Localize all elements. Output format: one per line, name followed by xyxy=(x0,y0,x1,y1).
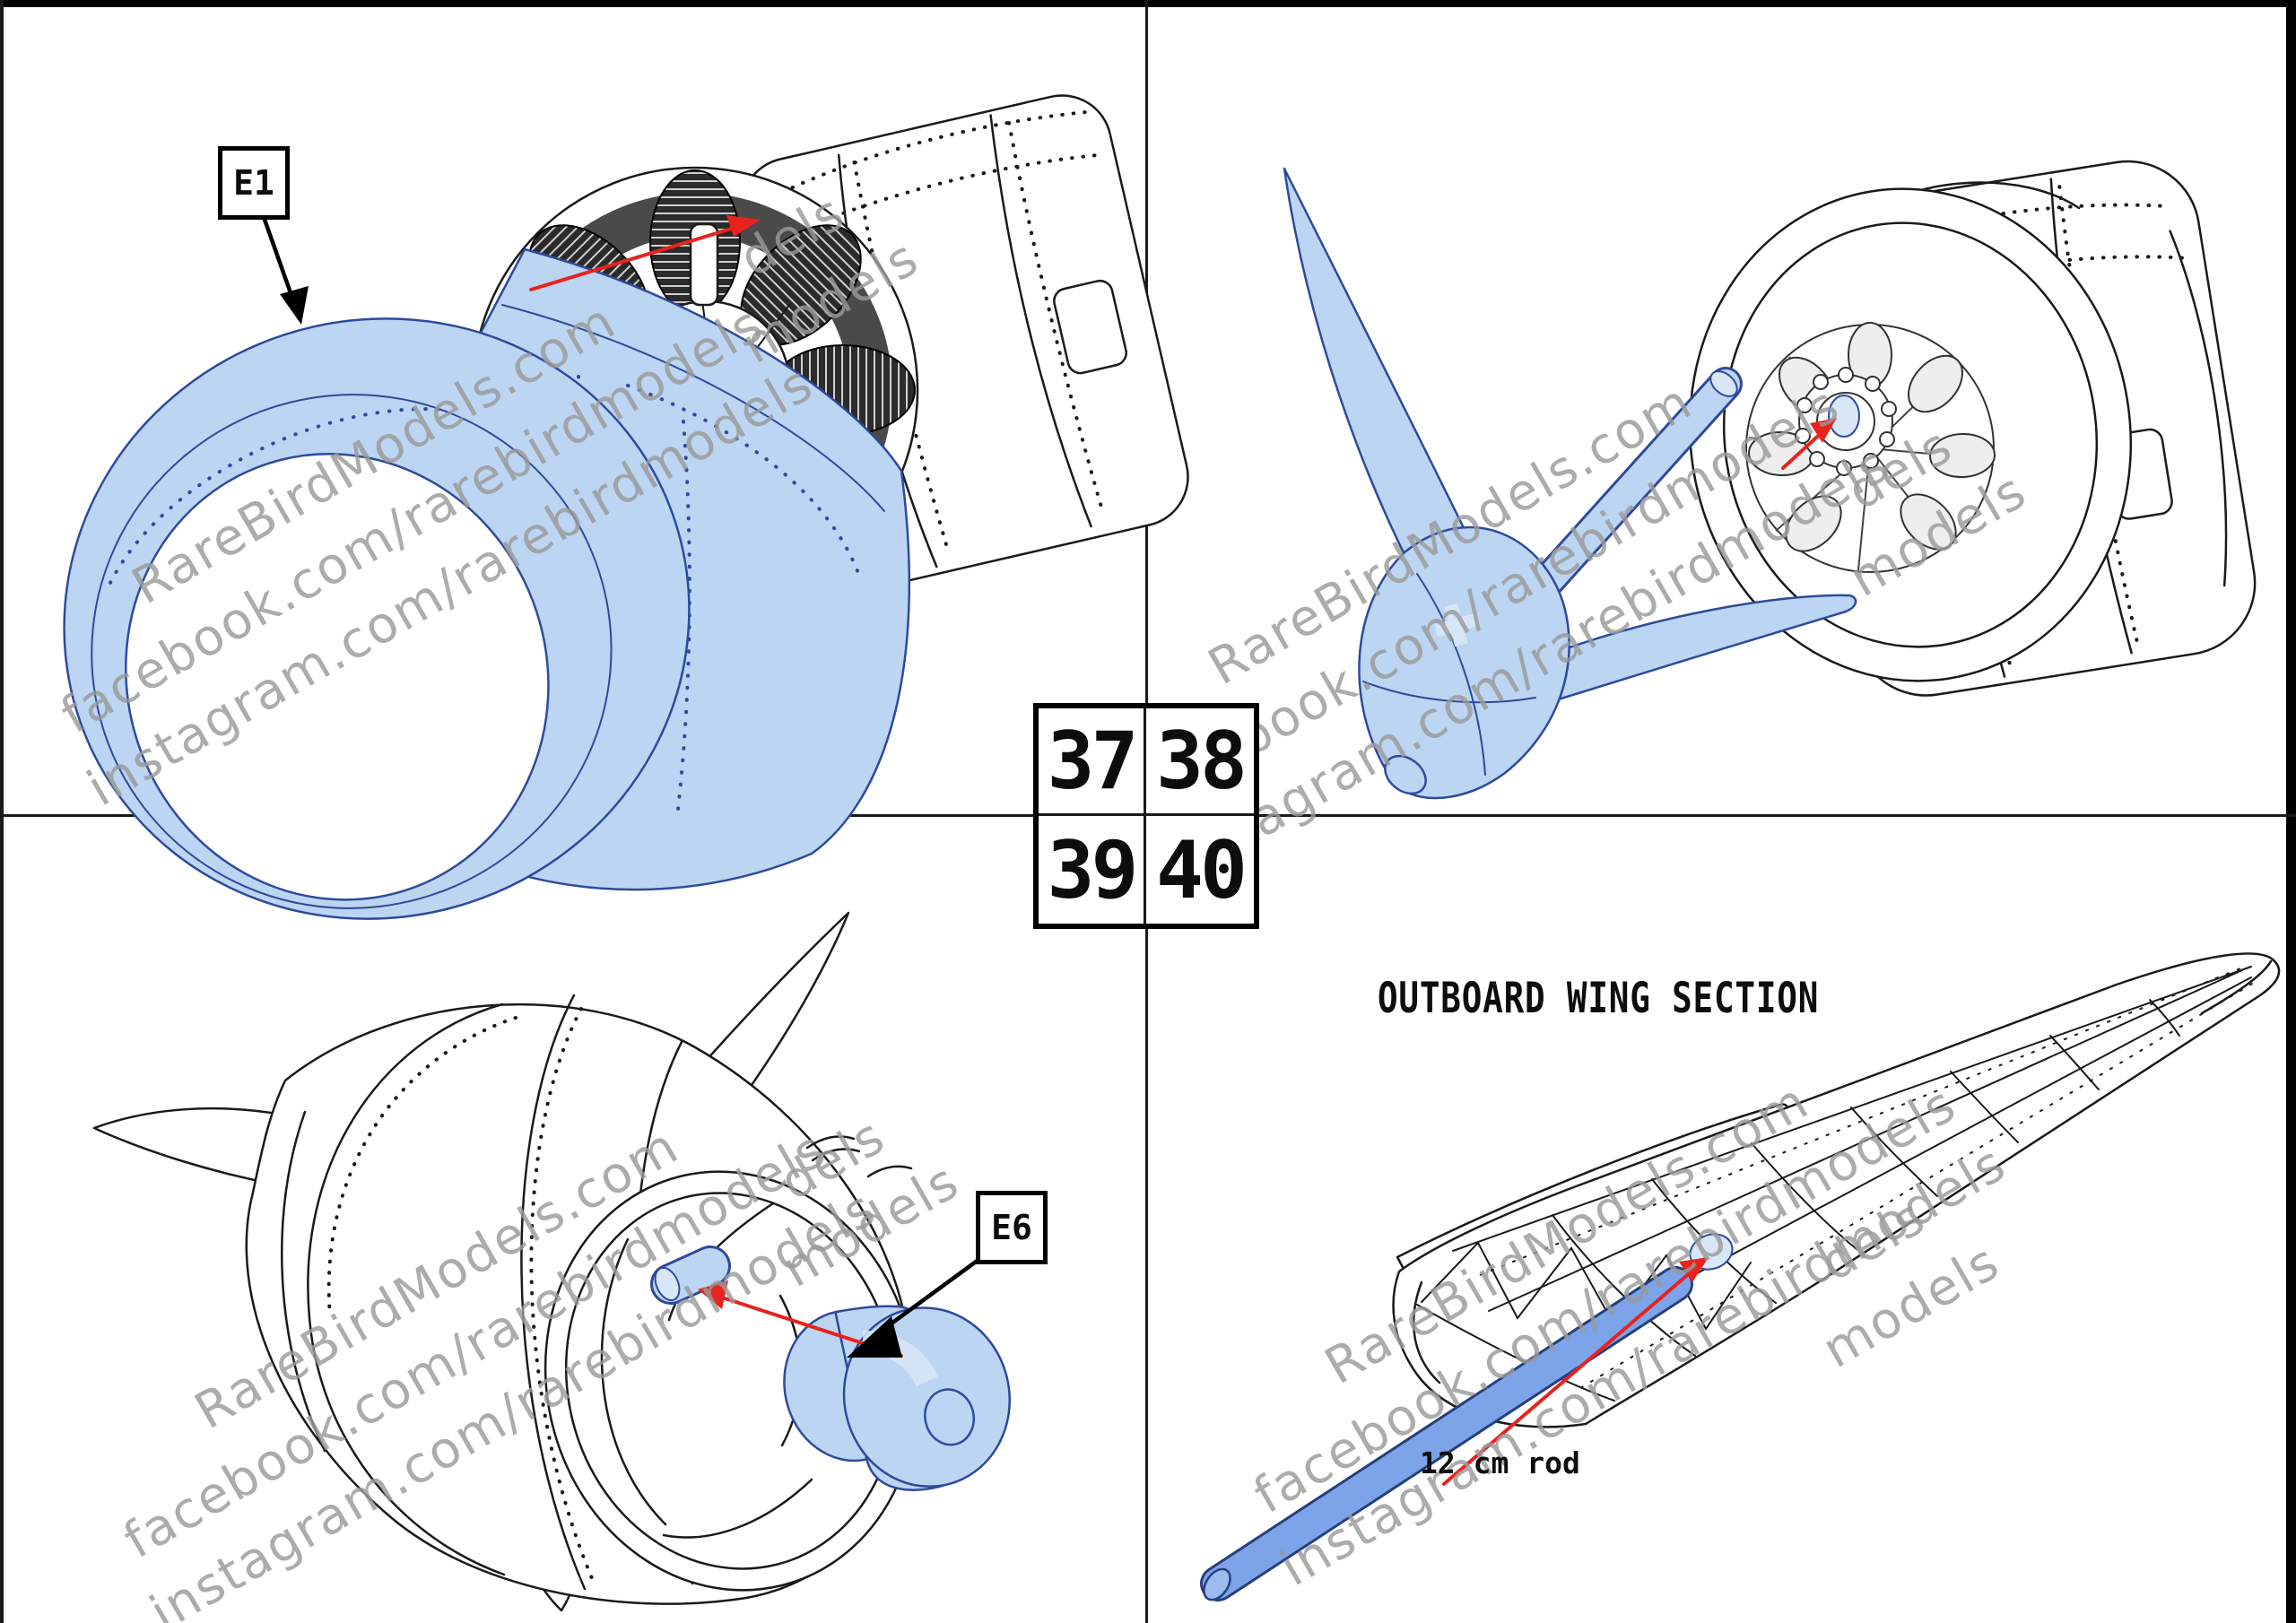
rod-length-note: 12 cm rod xyxy=(1420,1445,1580,1480)
page-border-top xyxy=(0,0,2296,7)
wing-frame xyxy=(1392,952,2281,1428)
panel-39-drawing xyxy=(92,911,1011,1612)
page-border-left xyxy=(0,0,4,1623)
step-number-38: 38 xyxy=(1146,708,1254,816)
e1-leader-arrow xyxy=(261,216,309,325)
cowling-part-e1 xyxy=(63,247,910,920)
step-number-grid: 37 38 39 40 xyxy=(1033,703,1259,929)
propeller-part xyxy=(1283,167,1857,800)
hub-highlight xyxy=(1828,395,1860,438)
callout-label-e6: E6 xyxy=(991,1208,1032,1247)
callout-box-e1: E1 xyxy=(218,146,290,220)
engine-front-detail xyxy=(1745,322,1996,573)
wing-section-title: OUTBOARD WING SECTION xyxy=(1378,974,1820,1023)
nacelle-rear-body xyxy=(245,994,918,1605)
callout-box-e6: E6 xyxy=(976,1191,1048,1264)
spinner-cross-mark xyxy=(1433,603,1478,647)
panel-40-drawing xyxy=(1200,952,2281,1601)
page-border-right xyxy=(2286,0,2296,1623)
rod-part xyxy=(1200,1266,1693,1601)
red-assembly-arrow-38 xyxy=(1781,418,1837,470)
red-assembly-arrow-37 xyxy=(529,215,761,291)
red-assembly-arrow-40 xyxy=(1442,1257,1709,1486)
prop-shaft-stub xyxy=(650,1245,731,1305)
step-number-40: 40 xyxy=(1156,823,1248,916)
step-number-39: 39 xyxy=(1039,816,1146,924)
panel-38-drawing xyxy=(1283,160,2257,800)
callout-label-e1: E1 xyxy=(233,163,274,203)
panel-37-drawing xyxy=(63,94,1189,920)
step-number-37: 37 xyxy=(1039,708,1146,816)
e6-leader-arrow xyxy=(847,1255,984,1358)
